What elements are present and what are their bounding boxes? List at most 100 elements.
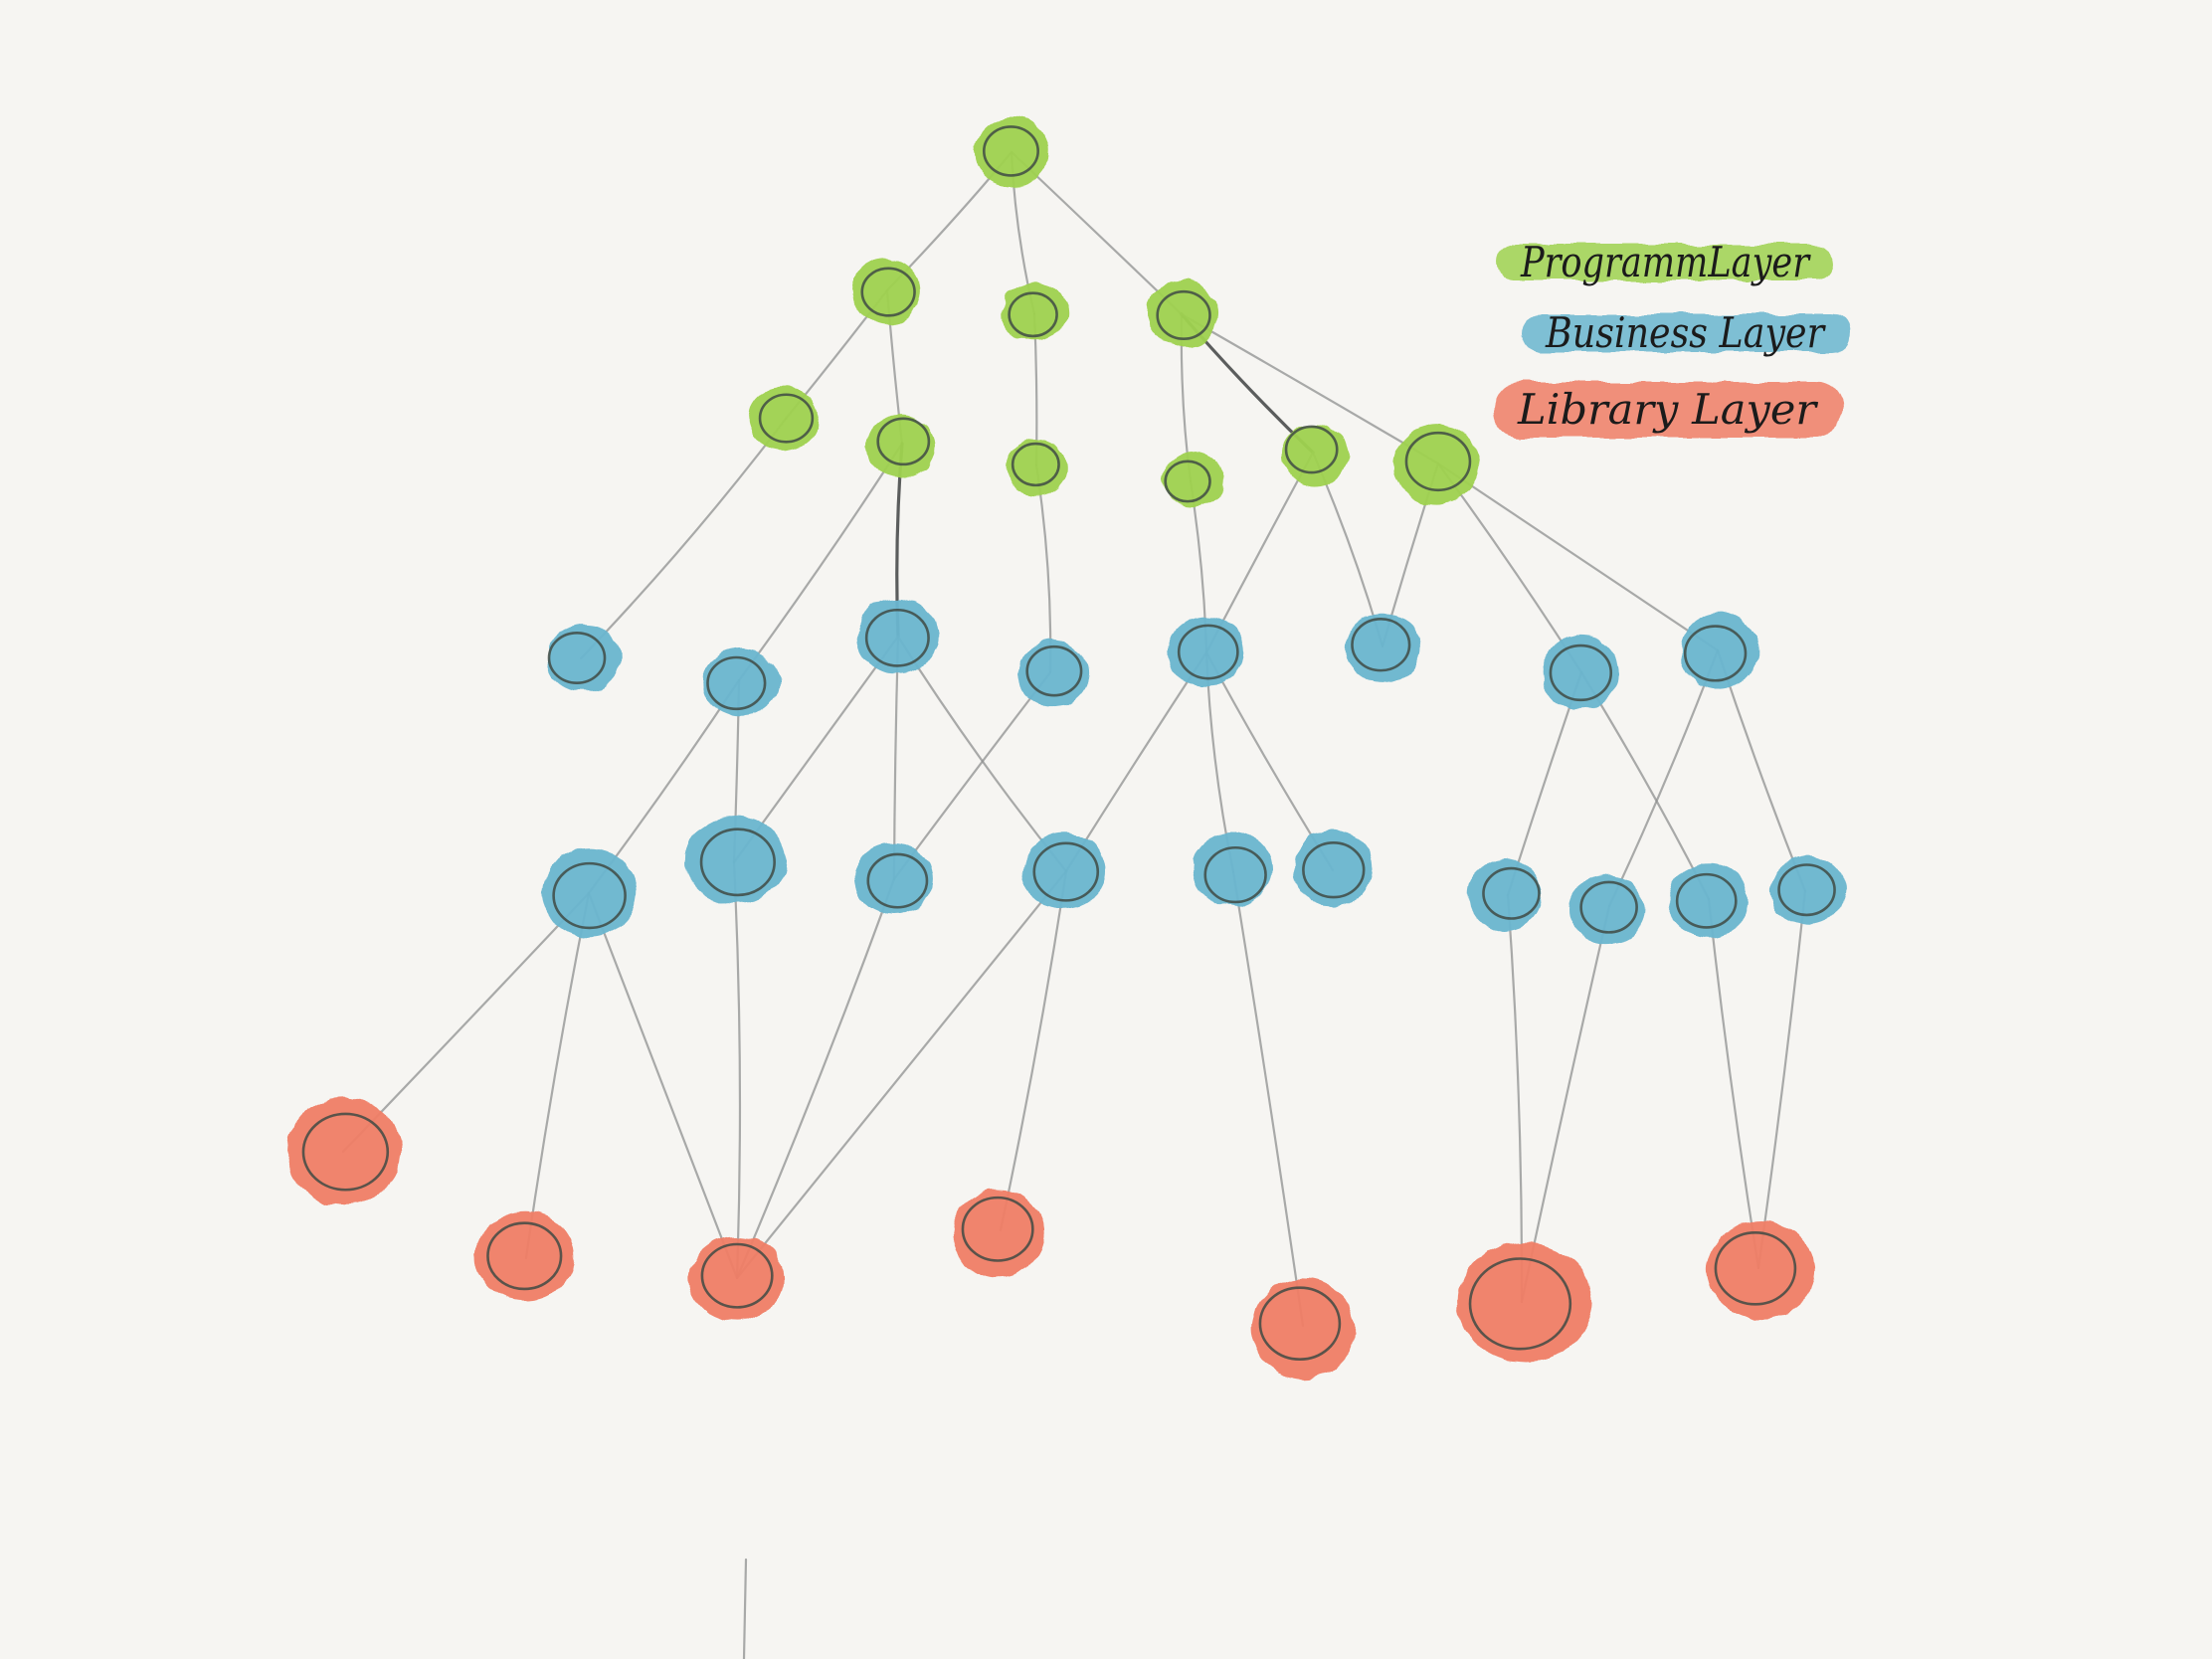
node-outline — [1258, 1286, 1342, 1361]
node-outline — [961, 1196, 1034, 1262]
node-outline — [982, 125, 1039, 177]
business-layer-node — [1770, 855, 1845, 925]
program-layer-node — [975, 117, 1049, 187]
node-outline — [758, 393, 815, 444]
node-outline — [552, 861, 627, 930]
node-fill — [952, 1190, 1045, 1277]
library-layer-node — [475, 1211, 574, 1302]
node-outline — [1025, 645, 1083, 697]
legend-item-library: Library Layer — [1494, 382, 1842, 438]
library-layer-node — [1707, 1220, 1815, 1319]
library-layer-node — [952, 1190, 1045, 1277]
node-fill — [1281, 424, 1349, 487]
node-outline — [706, 655, 767, 711]
node-outline — [699, 828, 776, 897]
business-layer-node — [546, 624, 622, 692]
edge-b2a-l2 — [524, 891, 591, 1260]
node-fill — [1707, 1220, 1815, 1319]
program-layer-node — [749, 387, 819, 452]
edge-b2b-l3 — [732, 860, 742, 1280]
node-outline — [876, 417, 931, 466]
legend-swatch-program — [1497, 245, 1835, 280]
program-layer-node — [865, 415, 936, 478]
edge-b2e-l5 — [1231, 870, 1305, 1328]
node-outline — [486, 1221, 563, 1291]
business-layer-node — [856, 598, 939, 674]
legend-item-business: Business Layer — [1522, 308, 1850, 357]
node-outline — [1482, 866, 1541, 920]
business-layer-node — [1022, 832, 1106, 910]
program-layer-node — [1006, 439, 1067, 495]
node-fill — [541, 847, 637, 938]
edge-b2c-l3 — [735, 877, 896, 1280]
edge-b2d-l4 — [999, 869, 1068, 1232]
business-layer-node — [1467, 859, 1543, 930]
node-outline — [1284, 425, 1339, 474]
business-layer-node — [1680, 613, 1758, 690]
business-layer-node — [541, 847, 637, 938]
node-fill — [702, 648, 780, 717]
library-layer-node — [1457, 1241, 1592, 1363]
program-layer-node — [1001, 282, 1067, 342]
node-fill — [1542, 636, 1619, 710]
node-fill — [1163, 452, 1223, 508]
edge-b1d-b2c — [892, 670, 1052, 881]
node-outline — [1302, 841, 1366, 899]
legend-label-business: Business Layer — [1545, 308, 1826, 357]
edge-p2b-b1b — [737, 442, 904, 682]
node-outline — [1404, 431, 1472, 492]
node-outline — [1351, 617, 1411, 672]
node-fill — [1293, 830, 1373, 907]
node-outline — [1714, 1231, 1797, 1306]
node-outline — [1683, 625, 1748, 682]
stray-pencil-stroke — [742, 1558, 748, 1659]
node-fill — [1467, 859, 1543, 930]
node-outline — [1032, 841, 1100, 902]
business-layer-node — [1568, 874, 1646, 944]
node-fill — [546, 624, 622, 692]
edge-p2f-b1h — [1436, 461, 1720, 652]
library-layer-node — [287, 1097, 402, 1205]
legend-swatch-business — [1522, 314, 1850, 352]
edge-b1e-b2d — [1064, 650, 1208, 873]
edge-b2d-l3 — [735, 869, 1068, 1280]
node-fill — [1192, 831, 1273, 907]
business-layer-node — [1668, 863, 1749, 938]
node-outline — [1011, 442, 1060, 487]
program-layer-node — [1281, 424, 1349, 487]
business-layer-node — [684, 816, 786, 905]
business-layer-node — [1293, 830, 1373, 907]
business-layer-node — [853, 841, 934, 915]
business-layer-node — [1192, 831, 1273, 907]
edge-p2a-b1a — [579, 417, 788, 660]
edge-b2j-l7 — [1756, 889, 1807, 1270]
node-outline — [547, 632, 607, 685]
business-layer-node — [702, 648, 780, 717]
node-outline — [1777, 863, 1836, 917]
node-outline — [301, 1112, 390, 1192]
business-layer-node — [1017, 640, 1088, 707]
node-outline — [1177, 624, 1239, 680]
node-outline — [1156, 289, 1211, 341]
node-outline — [1164, 460, 1211, 503]
node-outline — [864, 608, 930, 667]
node-outline — [860, 267, 916, 317]
node-fill — [475, 1211, 574, 1302]
program-layer-node — [1163, 452, 1223, 508]
legend-item-program: ProgrammLayer — [1497, 238, 1835, 286]
node-outline — [1675, 872, 1738, 929]
legend-label-program: ProgrammLayer — [1520, 238, 1811, 286]
edge-b2a-l3 — [587, 891, 739, 1280]
edge-b2i-l7 — [1707, 897, 1760, 1270]
node-fill — [853, 841, 934, 915]
node-fill — [865, 415, 936, 478]
business-layer-node — [1542, 636, 1619, 710]
library-layer-node — [688, 1236, 785, 1321]
program-layer-node — [1392, 426, 1480, 505]
node-outline — [1203, 845, 1267, 904]
program-layer-node — [1146, 279, 1218, 347]
node-outline — [866, 852, 929, 909]
